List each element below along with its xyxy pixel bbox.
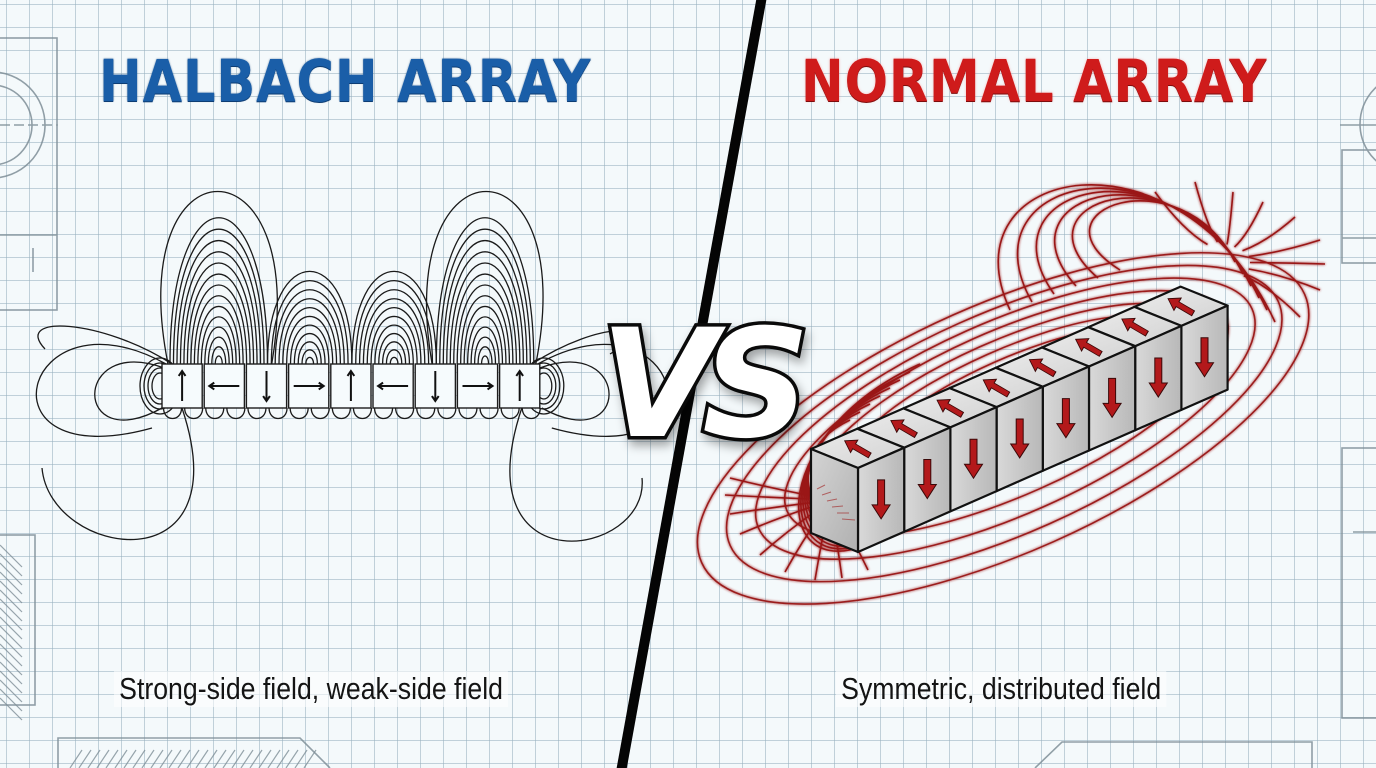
- arrow-down-icon: [1148, 357, 1169, 398]
- halbach-magnet-right: [456, 363, 499, 409]
- halbach-magnet-up: [161, 363, 203, 409]
- arrow-back-left-icon: [936, 399, 965, 418]
- vs-label: VS: [596, 298, 813, 472]
- drafting-frame-top-left: [0, 37, 58, 311]
- arrow-up-icon: [177, 369, 187, 401]
- arrow-down-icon: [1055, 398, 1076, 439]
- halbach-magnet-up: [330, 363, 372, 409]
- array-end-face: [809, 447, 860, 554]
- normal-magnet-cube: [809, 427, 906, 554]
- arrow-right-icon: [293, 381, 326, 391]
- halbach-magnet-left: [203, 363, 246, 409]
- halbach-magnet-left: [372, 363, 414, 409]
- drafting-frame-right: [1341, 447, 1376, 719]
- arrow-back-left-icon: [1074, 338, 1103, 357]
- arrow-back-left-icon: [890, 419, 918, 439]
- arrow-down-icon: [262, 371, 271, 403]
- arrow-up-icon: [346, 369, 356, 401]
- arrow-left-icon: [207, 381, 240, 391]
- arrow-down-icon: [1102, 377, 1123, 419]
- arrow-back-left-icon: [1167, 297, 1196, 317]
- arrow-down-icon: [917, 459, 938, 500]
- arrow-down-icon: [871, 479, 892, 520]
- arrow-up-icon: [515, 369, 524, 401]
- normal-magnet-cube: [902, 387, 998, 513]
- drafting-circle-right: [1359, 86, 1376, 162]
- arrow-left-icon: [376, 381, 409, 391]
- arrow-down-icon: [431, 371, 440, 403]
- halbach-magnet-right: [287, 363, 330, 409]
- arrow-right-icon: [462, 381, 495, 391]
- halbach-magnet-down: [414, 363, 457, 409]
- drafting-panel-bottom-right: [1034, 741, 1313, 768]
- normal-array-caption: Symmetric, distributed field: [836, 671, 1167, 707]
- arrow-down-icon: [1009, 418, 1030, 459]
- normal-array-title: NORMAL ARRAY: [801, 47, 1268, 115]
- drafting-frame-top-right: [1341, 149, 1376, 264]
- normal-magnet-cube: [1040, 326, 1137, 452]
- halbach-array-title: HALBACH ARRAY: [99, 47, 592, 115]
- arrow-back-left-icon: [1121, 317, 1149, 337]
- arrow-down-icon: [963, 438, 984, 480]
- arrow-back-left-icon: [1028, 358, 1057, 378]
- halbach-caption: Strong-side field, weak-side field: [114, 671, 509, 707]
- arrow-back-left-icon: [982, 378, 1011, 398]
- halbach-magnet-down: [245, 363, 288, 409]
- halbach-magnet-up: [498, 363, 541, 409]
- arrow-back-left-icon: [843, 439, 872, 459]
- drafting-panel-bottom-left: [57, 737, 331, 768]
- drafting-hatch-left: [0, 534, 36, 706]
- arrow-down-icon: [1194, 337, 1215, 378]
